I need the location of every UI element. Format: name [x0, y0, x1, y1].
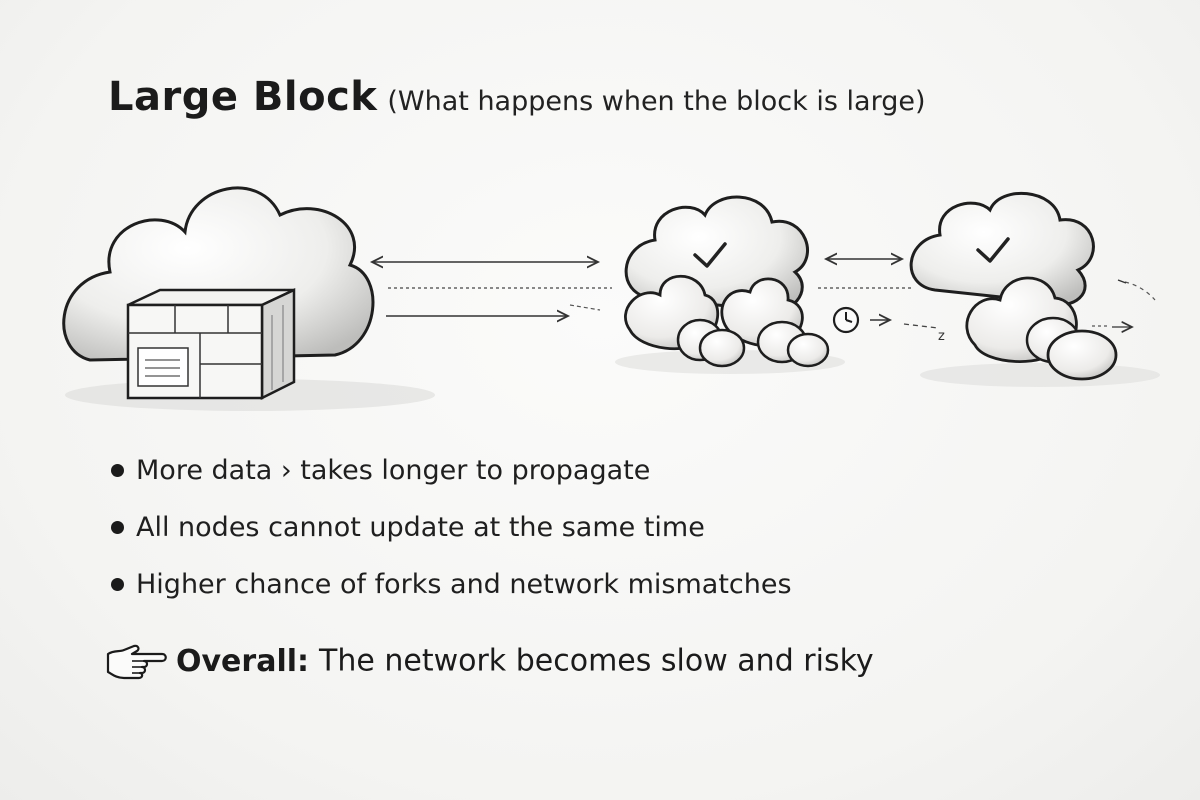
title-subtitle: (What happens when the block is large): [387, 86, 926, 117]
bullet-text: Higher chance of forks and network misma…: [136, 569, 792, 600]
peer-cloud-2-icon: [909, 191, 1118, 381]
list-item: Higher chance of forks and network misma…: [108, 562, 792, 619]
check-icon: [693, 242, 727, 268]
bullet-list: More data › takes longer to propagate Al…: [108, 448, 792, 619]
bullet-icon: [111, 464, 124, 477]
peer-cloud-1-icon: [624, 195, 830, 368]
propagation-arrows-3: [1092, 279, 1156, 327]
clock-icon: [832, 306, 860, 334]
bullet-icon: [111, 578, 124, 591]
title-main: Large Block: [108, 74, 378, 120]
delay-marker: z: [938, 329, 945, 344]
overall-label: Overall:: [176, 643, 310, 679]
propagation-arrows-1: [372, 262, 612, 316]
bullet-text: More data › takes longer to propagate: [136, 455, 651, 486]
pointing-hand-icon: [106, 644, 167, 680]
bullet-text: All nodes cannot update at the same time: [136, 512, 705, 543]
overall-summary: Overall:The network becomes slow and ris…: [104, 640, 874, 684]
page-title: Large Block (What happens when the block …: [108, 74, 925, 120]
check-icon: [976, 237, 1010, 263]
list-item: All nodes cannot update at the same time: [108, 505, 792, 562]
propagation-arrows-2: [818, 259, 912, 289]
peer-cloud-2-puffs: [965, 276, 1118, 381]
block-box-icon: [126, 288, 296, 401]
list-item: More data › takes longer to propagate: [108, 448, 792, 505]
overall-text: The network becomes slow and risky: [319, 643, 874, 679]
source-cloud-with-block-icon: [62, 186, 375, 401]
bullet-icon: [111, 521, 124, 534]
peer-cloud-1-puffs: [624, 274, 830, 368]
